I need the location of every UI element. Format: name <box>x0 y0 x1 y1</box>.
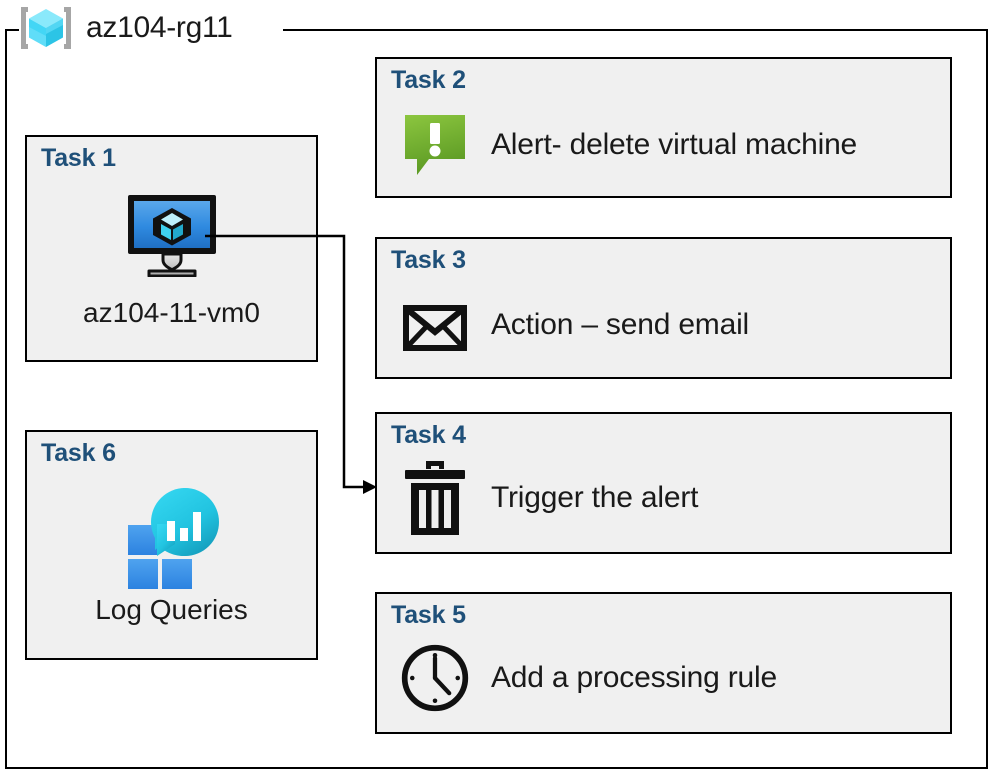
alert-callout-icon <box>399 109 471 181</box>
task-4-card[interactable]: Task 4 Trigger the alert <box>375 412 952 554</box>
task-3-title: Task 3 <box>391 246 466 274</box>
trash-can-icon <box>399 461 471 535</box>
task-1-card[interactable]: Task 1 <box>25 135 318 362</box>
envelope-icon <box>399 289 471 361</box>
task-1-icon-wrap <box>27 193 316 282</box>
task-5-title: Task 5 <box>391 601 466 629</box>
log-analytics-icon <box>117 484 227 594</box>
task-6-card[interactable]: Task 6 <box>25 430 318 660</box>
task-5-card[interactable]: Task 5 Add a processing rule <box>375 592 952 734</box>
resource-group-frame-top-left-segment <box>5 29 19 31</box>
task-6-title: Task 6 <box>41 439 116 467</box>
task-1-title: Task 1 <box>41 144 116 172</box>
resource-group-cube-icon <box>16 3 76 53</box>
task-2-row: Alert- delete virtual machine <box>399 109 857 181</box>
task-2-label: Alert- delete virtual machine <box>491 128 858 161</box>
resource-group-header: az104-rg11 <box>16 2 233 54</box>
task-4-row: Trigger the alert <box>399 461 699 535</box>
task-3-label: Action – send email <box>491 308 750 341</box>
virtual-machine-icon <box>125 193 219 282</box>
task-4-label: Trigger the alert <box>491 481 699 514</box>
task-5-label: Add a processing rule <box>491 661 777 694</box>
task-5-row: Add a processing rule <box>399 642 777 714</box>
task-3-row: Action – send email <box>399 289 749 361</box>
task-4-title: Task 4 <box>391 421 466 449</box>
clock-icon <box>399 642 471 714</box>
task-6-caption: Log Queries <box>95 594 248 625</box>
task-6-icon-wrap <box>27 484 316 594</box>
task-2-title: Task 2 <box>391 66 466 94</box>
resource-group-label: az104-rg11 <box>86 11 233 44</box>
resource-group-frame <box>5 30 988 769</box>
task-3-card[interactable]: Task 3 Action – send email <box>375 237 952 379</box>
task-1-caption: az104-11-vm0 <box>83 297 260 328</box>
task-2-card[interactable]: Task 2 Alert- delete virtual machine <box>375 57 952 198</box>
resource-group-frame-top-right-segment <box>283 29 988 31</box>
